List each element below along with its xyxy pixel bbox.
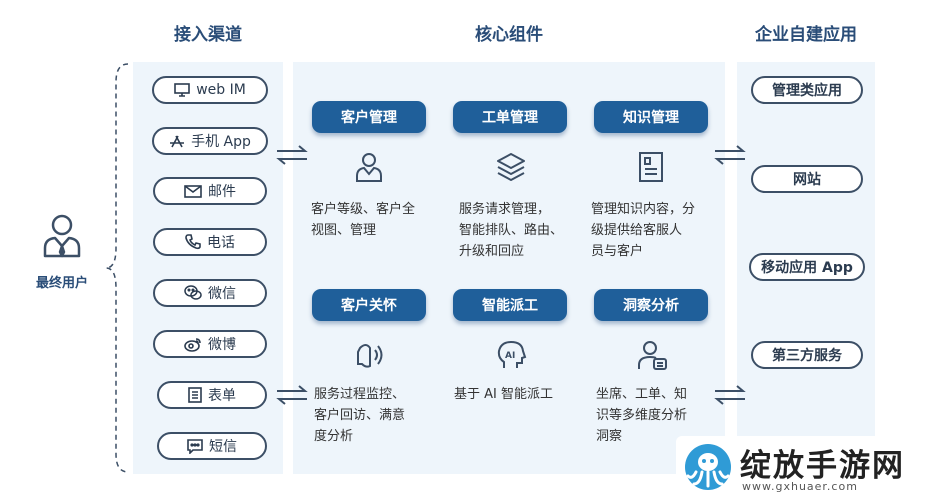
svg-text:AI: AI [505,351,515,361]
channel-label: web IM [196,82,246,98]
wechat-icon [184,285,202,301]
end-user: 最终用户 [20,210,104,291]
module-desc: 服务请求管理， 智能排队、路由、 升级和回应 [459,202,564,259]
sms-icon [187,438,203,454]
channel-label: 微博 [208,337,236,353]
exchange-arrows-left-bottom [276,385,308,405]
app-management: 管理类应用 [751,76,863,104]
module-desc: 管理知识内容，分 级提供给客服人 员与客户 [591,202,696,259]
form-icon [188,387,202,403]
channel-label: 手机 App [191,134,251,150]
app-website: 网站 [751,165,863,193]
user-icon [43,214,81,258]
channel-label: 邮件 [208,184,236,200]
channels-title: 接入渠道 [174,25,242,45]
channel-app: 手机 App [152,127,268,155]
module-insight-analysis: 洞察分析 [594,289,708,321]
phone-icon [185,234,201,250]
insight-user-icon [638,341,667,370]
channel-phone: 电话 [153,228,267,256]
channel-weibo: 微博 [153,330,267,358]
channel-form: 表单 [157,381,267,409]
exchange-arrows-left-top [276,145,308,165]
channel-wechat: 微信 [153,279,267,307]
channel-mail: 邮件 [153,177,267,205]
end-user-label: 最终用户 [35,276,88,291]
customer-icon [356,153,382,182]
channel-label: 表单 [208,388,236,404]
module-desc: 基于 AI 智能派工 [454,387,553,402]
channels-panel [133,62,283,474]
exchange-arrows-right-top [714,145,746,165]
module-desc: 服务过程监控、 客户回访、满意 度分析 [314,387,406,444]
app-mobile: 移动应用 App [749,253,865,281]
watermark-url: www.gxhuaer.com [742,480,858,493]
channel-web-im: web IM [152,76,268,104]
layers-icon [497,153,525,181]
ai-head-icon: AI [497,340,527,368]
watermark: 绽放手游网 www.gxhuaer.com [676,436,924,498]
brace [105,63,129,473]
module-smart-dispatch: 智能派工 [453,289,567,321]
channel-label: 电话 [207,235,235,251]
document-icon [639,152,663,182]
octopus-logo-icon [685,444,731,490]
module-desc: 客户等级、客户全 视图、管理 [311,202,416,238]
channel-label: 短信 [209,439,237,455]
watermark-text: 绽放手游网 [740,448,905,484]
module-knowledge-management: 知识管理 [594,101,708,133]
exchange-arrows-right-bottom [714,385,746,405]
mail-icon [184,184,202,198]
module-customer-management: 客户管理 [312,101,426,133]
weibo-icon [184,337,202,352]
monitor-icon [174,83,190,97]
speaker-icon [357,344,383,368]
module-ticket-management: 工单管理 [453,101,567,133]
module-customer-care: 客户关怀 [312,289,426,321]
app-store-icon [169,134,185,148]
enterprise-title: 企业自建应用 [755,25,857,45]
module-desc: 坐席、工单、知 识等多维度分析 洞察 [596,387,688,444]
channel-sms: 短信 [157,432,267,460]
app-third-party: 第三方服务 [751,341,863,369]
channel-label: 微信 [208,286,236,302]
core-title: 核心组件 [475,25,543,45]
